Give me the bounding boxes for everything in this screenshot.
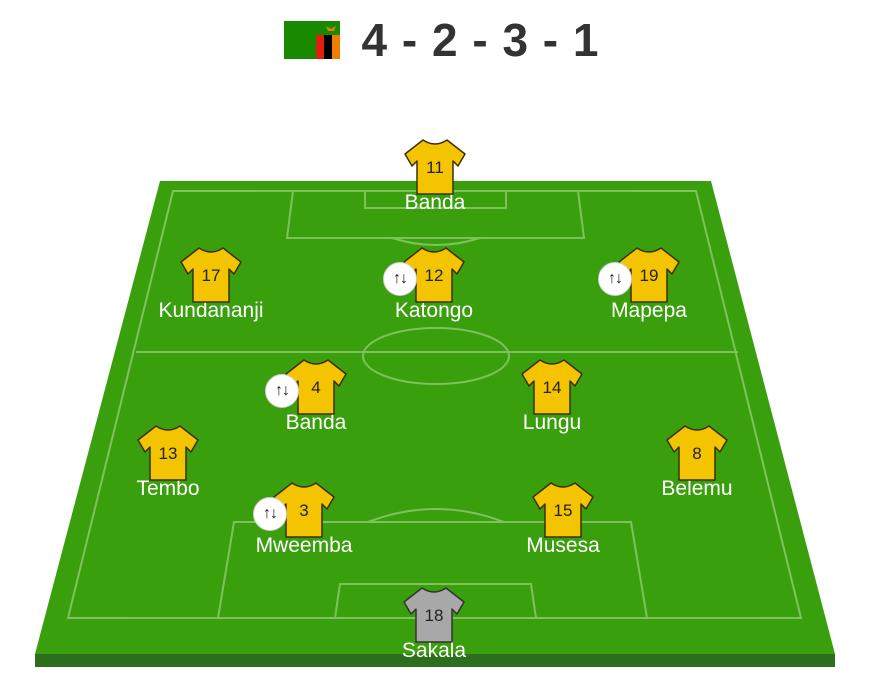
zambia-flag-icon — [283, 21, 340, 59]
player-shirt: 14 — [520, 358, 584, 416]
player-banda-midfielder[interactable]: 4 ↑↓ Banda — [241, 358, 391, 435]
shirt-number: 17 — [201, 266, 221, 285]
jersey-icon — [666, 425, 728, 481]
player-shirt: 13 — [136, 424, 200, 482]
player-shirt: 3 ↑↓ — [253, 481, 336, 539]
player-shirt: 19 ↑↓ — [598, 246, 681, 304]
player-name: Banda — [285, 411, 347, 434]
bottom-penalty-arc — [367, 508, 505, 523]
shirt-number: 4 — [311, 378, 321, 397]
jersey-icon — [404, 139, 466, 195]
shirt-number: 15 — [553, 501, 573, 520]
player-shirt: 15 — [531, 481, 595, 539]
shirt-number: 11 — [426, 158, 444, 177]
player-shirt: 18 — [402, 586, 466, 644]
player-name: Mweemba — [255, 534, 353, 557]
substitution-icon: ↑↓ — [383, 262, 417, 296]
shirt-number: 19 — [639, 266, 659, 285]
shirt-number: 18 — [424, 606, 444, 625]
player-name: Lungu — [522, 411, 582, 434]
shirt-number: 13 — [158, 444, 178, 463]
player-shirt: 8 — [665, 424, 729, 482]
player-shirt: 12 ↑↓ — [383, 246, 466, 304]
player-tembo[interactable]: 13 Tembo — [93, 424, 243, 501]
formation-label: 4 - 2 - 3 - 1 — [361, 14, 600, 66]
shirt-number: 14 — [542, 378, 562, 397]
player-sakala-goalkeeper[interactable]: 18 Sakala — [359, 586, 509, 663]
player-kundananji[interactable]: 17 Kundananji — [136, 246, 286, 323]
substitution-icon: ↑↓ — [598, 262, 632, 296]
player-shirt: 11 — [403, 138, 467, 196]
lineup-header: 4 - 2 - 3 - 1 — [0, 10, 883, 70]
jersey-icon — [521, 359, 583, 415]
pitch-side-edge — [35, 654, 835, 667]
centre-circle — [362, 327, 510, 385]
goalkeeper-jersey-icon — [403, 587, 465, 643]
player-musesa[interactable]: 15 Musesa — [488, 481, 638, 558]
substitution-icon: ↑↓ — [253, 497, 287, 531]
player-shirt: 4 ↑↓ — [265, 358, 348, 416]
jersey-icon — [137, 425, 199, 481]
player-lungu[interactable]: 14 Lungu — [477, 358, 627, 435]
bottom-penalty-box — [216, 521, 649, 619]
shirt-number: 3 — [299, 501, 309, 520]
player-name: Katongo — [394, 299, 474, 322]
player-name: Banda — [404, 191, 466, 214]
jersey-icon — [532, 482, 594, 538]
player-mweemba[interactable]: 3 ↑↓ Mweemba — [229, 481, 379, 558]
player-name: Musesa — [526, 534, 600, 557]
player-name: Tembo — [136, 477, 200, 500]
player-katongo[interactable]: 12 ↑↓ Katongo — [359, 246, 509, 323]
top-penalty-box — [285, 190, 586, 239]
shirt-number: 12 — [424, 266, 444, 285]
player-name: Kundananji — [158, 299, 264, 322]
jersey-icon — [180, 247, 242, 303]
bottom-goal-area — [334, 583, 537, 619]
player-banda-striker[interactable]: 11 Banda — [360, 138, 510, 215]
player-mapepa[interactable]: 19 ↑↓ Mapepa — [574, 246, 724, 323]
top-penalty-arc — [391, 237, 481, 246]
top-goal-area — [364, 191, 507, 209]
player-name: Sakala — [401, 639, 467, 662]
substitution-icon: ↑↓ — [265, 374, 299, 408]
player-shirt: 17 — [179, 246, 243, 304]
shirt-number: 8 — [692, 444, 702, 463]
player-name: Mapepa — [611, 299, 687, 322]
player-belemu[interactable]: 8 Belemu — [622, 424, 772, 501]
player-name: Belemu — [661, 477, 733, 500]
